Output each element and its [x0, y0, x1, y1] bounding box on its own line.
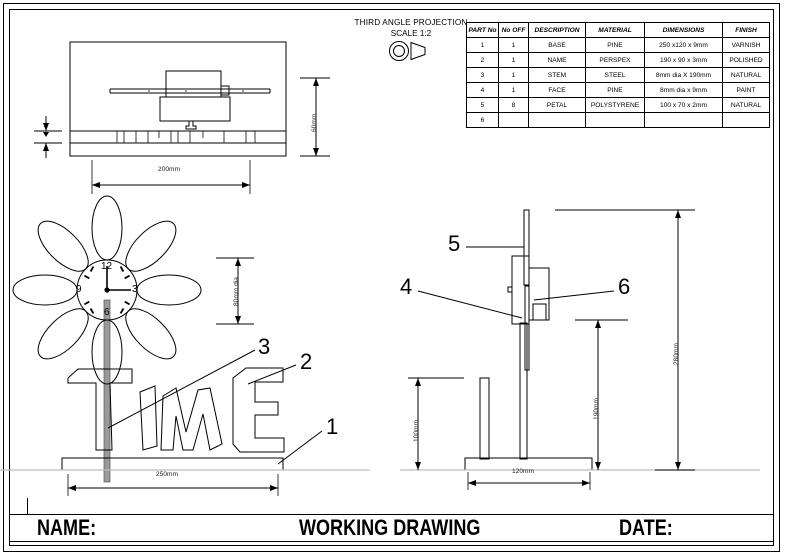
title-block-rule-bottom	[9, 541, 774, 542]
table-header-row: PART No No OFF DESCRIPTION MATERIAL DIME…	[466, 22, 770, 38]
cell-no-off: 1	[498, 67, 529, 83]
table-row: 2 1 NAME PERSPEX 190 x 90 x 3mm POLISHED	[466, 52, 770, 68]
cell-no-off: 1	[498, 82, 529, 98]
title-block: NAME: WORKING DRAWING DATE:	[9, 498, 774, 546]
cell-finish: POLISHED	[722, 52, 770, 68]
header-finish: FINISH	[722, 22, 770, 38]
table-row: 3 1 STEM STEEL 8mm dia X 190mm NATURAL	[466, 67, 770, 83]
base-part	[61, 457, 284, 471]
name-field-label: NAME:	[37, 515, 97, 540]
cell-description: FACE	[528, 82, 586, 98]
cell-material	[585, 112, 645, 128]
stem-part	[103, 299, 111, 483]
balloon-4: 4	[400, 274, 413, 299]
cell-part-no: 3	[466, 67, 499, 83]
overall-height-dim: 280mm	[673, 343, 680, 365]
side-elevation: 280mm 190mm 100mm 120mm 5 4 6	[400, 190, 760, 500]
cell-dimensions: 190 x 90 x 3mm	[644, 52, 723, 68]
cell-description	[528, 112, 586, 128]
table-row: 4 1 FACE PINE 8mm dia x 9mm PAINT	[466, 82, 770, 98]
cell-dimensions: 8mm dia x 9mm	[644, 82, 723, 98]
balloon-3: 3	[258, 334, 271, 359]
third-angle-projection-symbol	[352, 40, 470, 62]
cell-dimensions: 250 x120 x 9mm	[644, 37, 723, 53]
cell-no-off: 1	[498, 52, 529, 68]
balloon-5: 5	[448, 231, 461, 256]
table-row: 1 1 BASE PINE 250 x120 x 9mm VARNISH	[466, 37, 770, 53]
drawing-title: WORKING DRAWING	[299, 515, 481, 540]
cell-dimensions: 100 x 70 x 2mm	[644, 97, 723, 113]
title-block-rule-top	[9, 514, 774, 515]
plan-view: 200mm 60mm	[0, 0, 360, 210]
balloon-2: 2	[300, 349, 313, 374]
name-height-dim: 100mm	[413, 420, 420, 442]
sheet-border-outer	[3, 3, 780, 552]
base-width-dim: 250mm	[156, 471, 178, 478]
cell-description: BASE	[528, 37, 586, 53]
header-part-no: PART No	[466, 22, 499, 38]
cell-description: NAME	[528, 52, 586, 68]
cell-material: PINE	[585, 82, 645, 98]
projection-method-label: THIRD ANGLE PROJECTION	[354, 18, 468, 27]
cell-material: PERSPEX	[585, 52, 645, 68]
projection-scale-label: SCALE 1:2	[390, 29, 432, 38]
date-field-label: DATE:	[619, 515, 673, 540]
cell-part-no: 5	[466, 97, 499, 113]
plan-depth-dim: 60mm	[311, 113, 318, 132]
cell-part-no: 1	[466, 37, 499, 53]
clock-numeral-9: 9	[76, 284, 82, 295]
clock-numeral-3: 3	[132, 284, 138, 295]
balloon-1: 1	[326, 414, 339, 439]
clock-numeral-6: 6	[104, 307, 110, 318]
sheet-border-inner	[9, 9, 774, 546]
cell-part-no: 2	[466, 52, 499, 68]
cell-part-no: 6	[466, 112, 499, 128]
table-row: 6	[466, 112, 770, 128]
cell-description: PETAL	[528, 97, 586, 113]
table-row: 5 8 PETAL POLYSTYRENE 100 x 70 x 2mm NAT…	[466, 97, 770, 113]
stem-height-dim: 190mm	[593, 398, 600, 420]
cell-finish: NATURAL	[722, 97, 770, 113]
cell-finish: VARNISH	[722, 37, 770, 53]
cell-no-off	[498, 112, 529, 128]
cell-finish	[722, 112, 770, 128]
clock-face	[76, 259, 138, 321]
clock-dia-dim: 80mm dia	[233, 277, 240, 306]
cell-dimensions	[644, 112, 723, 128]
title-block-divider	[27, 498, 28, 514]
header-no-off: No OFF	[498, 22, 529, 38]
cell-material: POLYSTYRENE	[585, 97, 645, 113]
header-material: MATERIAL	[585, 22, 645, 38]
cell-material: STEEL	[585, 67, 645, 83]
cell-no-off: 1	[498, 37, 529, 53]
balloon-6: 6	[618, 274, 631, 299]
front-elevation: 12 3 6 9 80mm dia 250mm 3 2 1	[0, 195, 370, 500]
cell-no-off: 8	[498, 97, 529, 113]
plan-width-dim: 200mm	[158, 166, 180, 173]
cell-finish: PAINT	[722, 82, 770, 98]
cell-dimensions: 8mm dia X 190mm	[644, 67, 723, 83]
parts-list-table: PART No No OFF DESCRIPTION MATERIAL DIME…	[466, 22, 770, 128]
cell-finish: NATURAL	[722, 67, 770, 83]
header-dimensions: DIMENSIONS	[644, 22, 723, 38]
cell-part-no: 4	[466, 82, 499, 98]
clock-numeral-12: 12	[101, 261, 113, 272]
cell-material: PINE	[585, 37, 645, 53]
header-description: DESCRIPTION	[528, 22, 586, 38]
projection-block: THIRD ANGLE PROJECTION SCALE 1:2	[352, 18, 470, 62]
time-lettering	[67, 367, 285, 453]
base-depth-dim: 120mm	[512, 468, 534, 475]
cell-description: STEM	[528, 67, 586, 83]
